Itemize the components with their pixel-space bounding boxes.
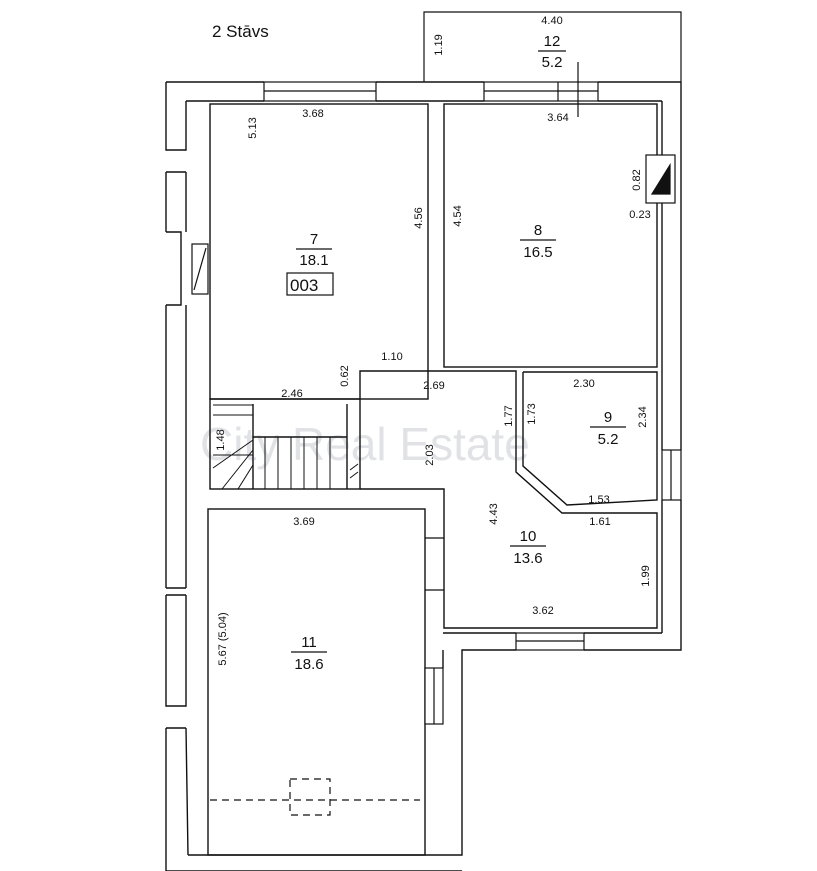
fraction-bars [291,50,626,653]
dim-1-73: 1.73 [526,403,538,424]
dim-4-43: 4.43 [488,503,500,524]
dim-1-99: 1.99 [640,565,652,586]
room-11-area: 18.6 [294,656,323,673]
dim-1-77: 1.77 [503,405,515,426]
dim-2-34: 2.34 [637,406,649,427]
room-8-number: 8 [534,222,542,239]
watermark-text: City Real Estate [200,418,530,470]
dim-0-23: 0.23 [629,209,650,221]
room-10-area: 13.6 [513,550,542,567]
code-box-frame [286,272,334,296]
room-12-number: 12 [544,33,561,50]
dim-4-54: 4.54 [452,205,464,226]
dim-3-68: 3.68 [302,108,323,120]
room-8-area: 16.5 [523,244,552,261]
outer-walls [165,81,682,871]
balcony-12 [423,11,682,82]
dim-1-19: 1.19 [433,34,445,55]
dim-3-64: 3.64 [547,112,568,124]
dashed-line [210,778,420,816]
dim-5-67: 5.67 (5.04) [217,612,229,665]
dim-4-40: 4.40 [541,15,562,27]
dim-1-48: 1.48 [215,429,227,450]
dim-1-53: 1.53 [588,494,609,506]
room-9-number: 9 [604,409,612,426]
dim-0-62: 0.62 [339,365,351,386]
dim-3-62: 3.62 [532,605,553,617]
room-10-number: 10 [520,528,537,545]
balcony-marker [557,62,579,117]
dimension-labels: 4.40 1.19 3.68 5.13 3.64 4.56 4.54 0.82 … [215,15,652,666]
stair-treads [212,404,359,490]
dim-5-13: 5.13 [247,117,259,138]
chimney-markers [191,154,676,295]
room-8-label: 8 16.5 [523,222,552,261]
room-7-label: 7 18.1 [299,231,328,269]
dim-0-82: 0.82 [631,169,643,190]
room-9-area: 5.2 [598,431,619,448]
dim-1-61: 1.61 [589,516,610,528]
dim-3-69: 3.69 [293,516,314,528]
windows [263,81,682,725]
room-9-label: 9 5.2 [598,409,619,448]
code-box-text: 003 [290,276,318,295]
room-7-area: 18.1 [299,252,328,269]
room-11-number: 11 [301,634,317,651]
room-11-label: 11 18.6 [294,634,323,673]
dim-2-46: 2.46 [281,388,302,400]
room-12-area: 5.2 [542,54,563,71]
dim-2-69: 2.69 [423,380,444,392]
dim-4-56: 4.56 [413,207,425,228]
room-walls [207,103,658,856]
dim-1-10: 1.10 [381,351,402,363]
dim-2-30: 2.30 [573,378,594,390]
room-10-label: 10 13.6 [513,528,542,567]
room-12-label: 12 5.2 [542,33,563,71]
room-7-number: 7 [310,231,318,248]
floor-title: 2 Stāvs [212,22,269,41]
dim-2-03: 2.03 [424,444,436,465]
